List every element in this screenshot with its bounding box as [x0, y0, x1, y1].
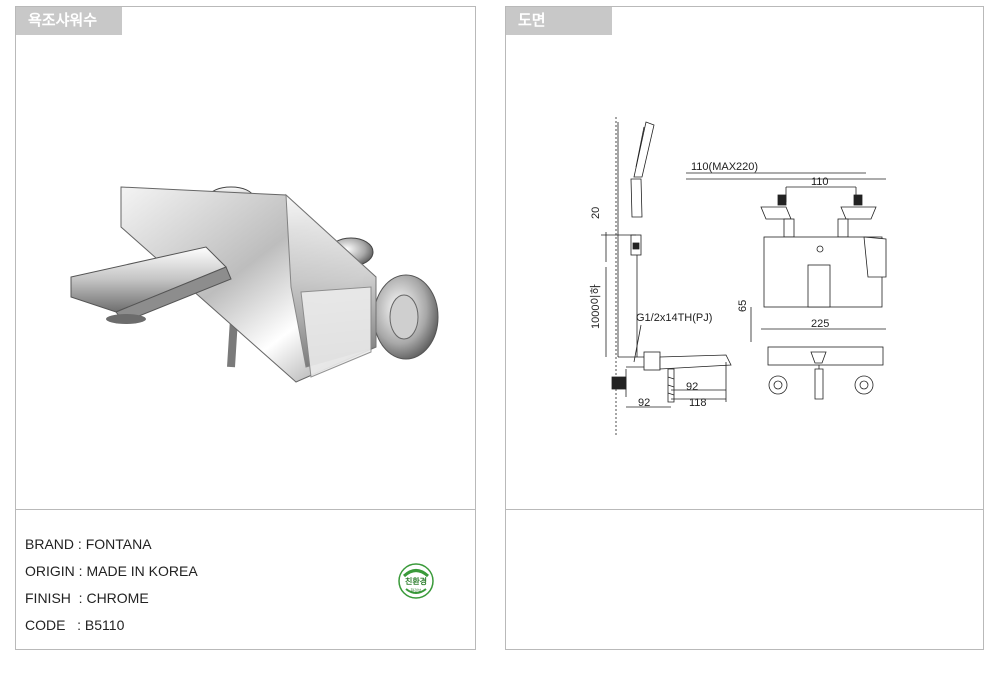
spec-row-finish: FINISH : CHROME	[25, 585, 198, 612]
dim-20: 20	[590, 207, 602, 219]
dim-110: 110	[811, 176, 829, 188]
spec-value: MADE IN KOREA	[86, 563, 198, 579]
spec-sep: :	[74, 563, 87, 579]
spec-row-origin: ORIGIN : MADE IN KOREA	[25, 558, 198, 585]
dim-118: 118	[689, 397, 707, 409]
spec-value: CHROME	[86, 590, 149, 606]
spec-list: BRAND : FONTANA ORIGIN : MADE IN KOREA F…	[25, 531, 198, 639]
dim-92-bottom: 92	[638, 397, 650, 409]
dim-thread: G1/2x14TH(PJ)	[636, 312, 712, 324]
technical-drawing: 20 1000이하 G1/2x14TH(PJ) 92 118 92 110(MA…	[588, 117, 887, 437]
spec-row-brand: BRAND : FONTANA	[25, 531, 198, 558]
spec-sep: :	[65, 617, 85, 633]
spec-value: FONTANA	[85, 536, 152, 552]
spec-label: CODE	[25, 617, 66, 633]
panel-divider	[16, 509, 475, 510]
spec-sep: :	[70, 590, 87, 606]
panel-divider	[506, 509, 983, 510]
product-tab-title: 욕조샤워수전	[16, 7, 122, 57]
product-panel: 욕조샤워수전	[15, 6, 476, 650]
dim-225: 225	[811, 318, 829, 330]
spec-value: B5110	[84, 617, 125, 633]
badge-text: 친환경	[405, 576, 427, 586]
spec-sep: :	[74, 536, 86, 552]
faucet-product-image	[70, 186, 439, 383]
badge-subtext: 환경부	[410, 587, 421, 593]
drawing-panel: 도면 20 1000이하 G1/2x14TH(PJ)	[505, 6, 984, 650]
dim-65: 65	[737, 300, 749, 312]
eco-certification-badge-icon: 친환경 환경부	[398, 563, 434, 599]
dim-110-max: 110(MAX220)	[691, 161, 758, 173]
spec-label: FINISH	[25, 590, 71, 606]
spec-row-code: CODE : B5110	[25, 612, 198, 639]
spec-label: ORIGIN	[25, 563, 75, 579]
dim-92-top: 92	[686, 381, 698, 393]
spec-label: BRAND	[25, 536, 75, 552]
drawing-tab-title: 도면	[506, 7, 612, 35]
dim-1000: 1000이하	[588, 284, 602, 329]
